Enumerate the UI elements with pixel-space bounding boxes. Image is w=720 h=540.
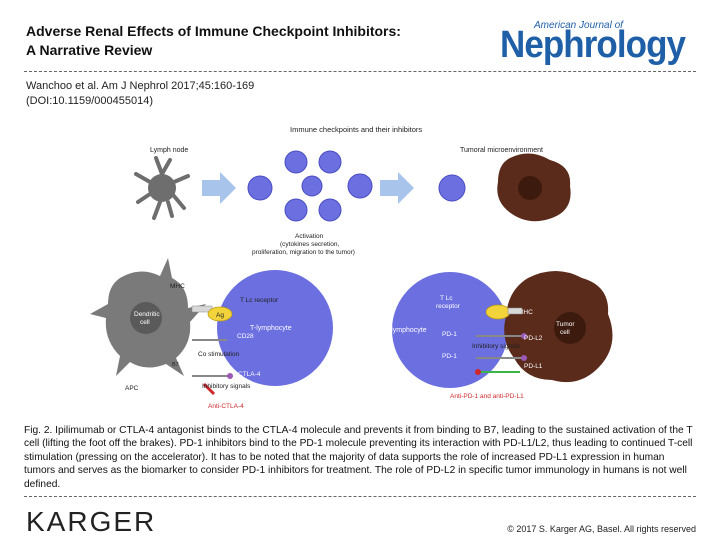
pd1-label-b: PD-1: [442, 353, 457, 360]
journal-logo: Nephrology: [500, 24, 686, 66]
tcr-left-label: T Lc receptor: [240, 297, 279, 304]
lymph-node-label: Lymph node: [150, 147, 188, 154]
anti-ctla4-label: Anti-CTLA-4: [208, 403, 244, 410]
dendritic-label-1: Dendritic: [134, 311, 160, 318]
apc-label: APC: [125, 385, 139, 392]
header-divider: [24, 71, 696, 72]
dendritic-cell-top: [134, 156, 190, 220]
tumor-cell-top: [497, 153, 571, 222]
immune-checkpoint-figure: Immune checkpoints and their inhibitors …: [90, 125, 613, 410]
tcr-right-label-2: receptor: [436, 303, 461, 310]
inhibitory-right-label: Inhibitory signals: [472, 343, 521, 350]
ag-label: Ag: [216, 312, 224, 319]
tumor-cell-bottom: [504, 271, 613, 383]
slide-title: Adverse Renal Effects of Immune Checkpoi…: [26, 22, 401, 60]
apc-dendritic-cell: [90, 258, 206, 376]
activation-label: Activation: [295, 233, 324, 240]
pdl1-label: PD-L1: [524, 363, 543, 370]
t-lymphocyte-left-label: T-lymphocyte: [250, 325, 292, 332]
tcr-right-label-1: T Lc: [440, 295, 453, 302]
t-lymphocyte-left: [217, 270, 333, 386]
figure-title: Immune checkpoints and their inhibitors: [290, 125, 422, 134]
tumoral-microenvironment-label: Tumoral microenvironment: [460, 147, 543, 154]
citation-line-2: (DOI:10.1159/000455014): [26, 95, 153, 107]
inhibitory-left-label: Inhibitory signals: [202, 383, 251, 390]
title-line-1: Adverse Renal Effects of Immune Checkpoi…: [26, 23, 401, 39]
dendritic-label-2: cell: [140, 319, 150, 326]
b7-label: B7: [172, 362, 179, 368]
cd28-label: CD28: [237, 333, 254, 340]
tumor-label-1: Tumor: [556, 321, 575, 328]
pdl2-label: PD-L2: [524, 335, 543, 342]
footer-divider: [24, 496, 696, 497]
journal-logo-small: American Journal of: [534, 20, 623, 31]
ctla4-label: CTLA-4: [238, 371, 261, 378]
migrating-lymphocyte: [438, 174, 466, 202]
co-stimulation-label: Co stimulation: [198, 351, 240, 358]
title-line-2: A Narrative Review: [26, 42, 153, 58]
activation-detail-1: (cytokines secretion,: [280, 241, 339, 248]
arrow-2: [380, 172, 414, 204]
citation-line-1: Wanchoo et al. Am J Nephrol 2017;45:160-…: [26, 80, 255, 92]
mhc-right-label: MHC: [518, 309, 533, 316]
receptor-complex-right: [475, 304, 527, 375]
activation-detail-2: proliferation, migration to the tumor): [252, 249, 355, 256]
receptor-complex-left: [191, 305, 233, 396]
anti-pd1-label: Anti-PD-1 and anti-PD-L1: [450, 393, 524, 400]
citation: Wanchoo et al. Am J Nephrol 2017;45:160-…: [26, 79, 254, 109]
figure-caption: Fig. 2. Ipilimumab or CTLA-4 antagonist …: [24, 425, 693, 490]
copyright-notice: © 2017 S. Karger AG, Basel. All rights r…: [507, 524, 696, 534]
pd1-label-a: PD-1: [442, 331, 457, 338]
publisher-logo: KARGER: [26, 506, 157, 537]
arrow-1: [202, 172, 236, 204]
tumor-label-2: cell: [560, 329, 570, 336]
t-lymphocyte-right-label: T-lymphocyte: [385, 327, 427, 334]
mhc-left-label: MHC: [170, 283, 185, 290]
lymphocyte-cluster: [247, 150, 373, 222]
